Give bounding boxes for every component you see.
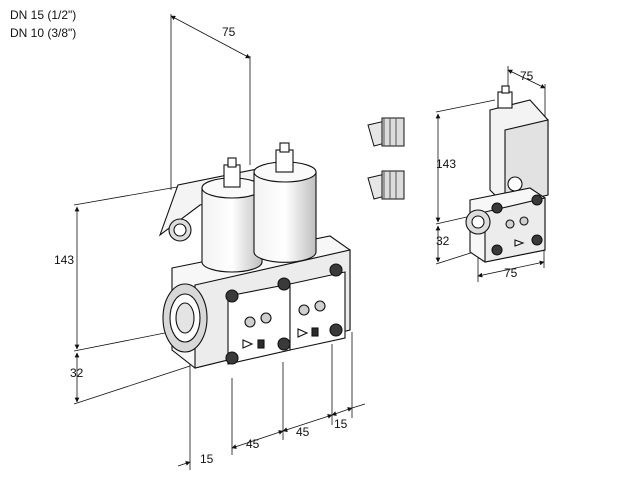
dim-main-base: 32 <box>70 366 84 380</box>
main-dimension-lines <box>73 14 366 470</box>
size-label-dn15: DN 15 (1/2") <box>10 8 77 22</box>
dim-offset-right: 15 <box>334 417 348 431</box>
dim-side-width: 75 <box>504 266 518 280</box>
side-valve <box>465 85 549 263</box>
dim-pitch-1: 45 <box>246 437 260 451</box>
dim-pitch-2: 45 <box>296 425 310 439</box>
cable-gland-top <box>367 117 405 147</box>
dim-offset-left: 15 <box>200 452 214 466</box>
cable-gland-bottom <box>367 170 405 200</box>
dim-side-depth: 75 <box>520 69 534 83</box>
dim-main-depth: 75 <box>222 25 236 39</box>
dim-main-height: 143 <box>54 253 74 267</box>
dim-side-height: 143 <box>436 157 456 171</box>
dim-side-base: 32 <box>436 234 450 248</box>
size-label-dn10: DN 10 (3/8") <box>10 26 77 40</box>
main-valve <box>158 142 351 369</box>
